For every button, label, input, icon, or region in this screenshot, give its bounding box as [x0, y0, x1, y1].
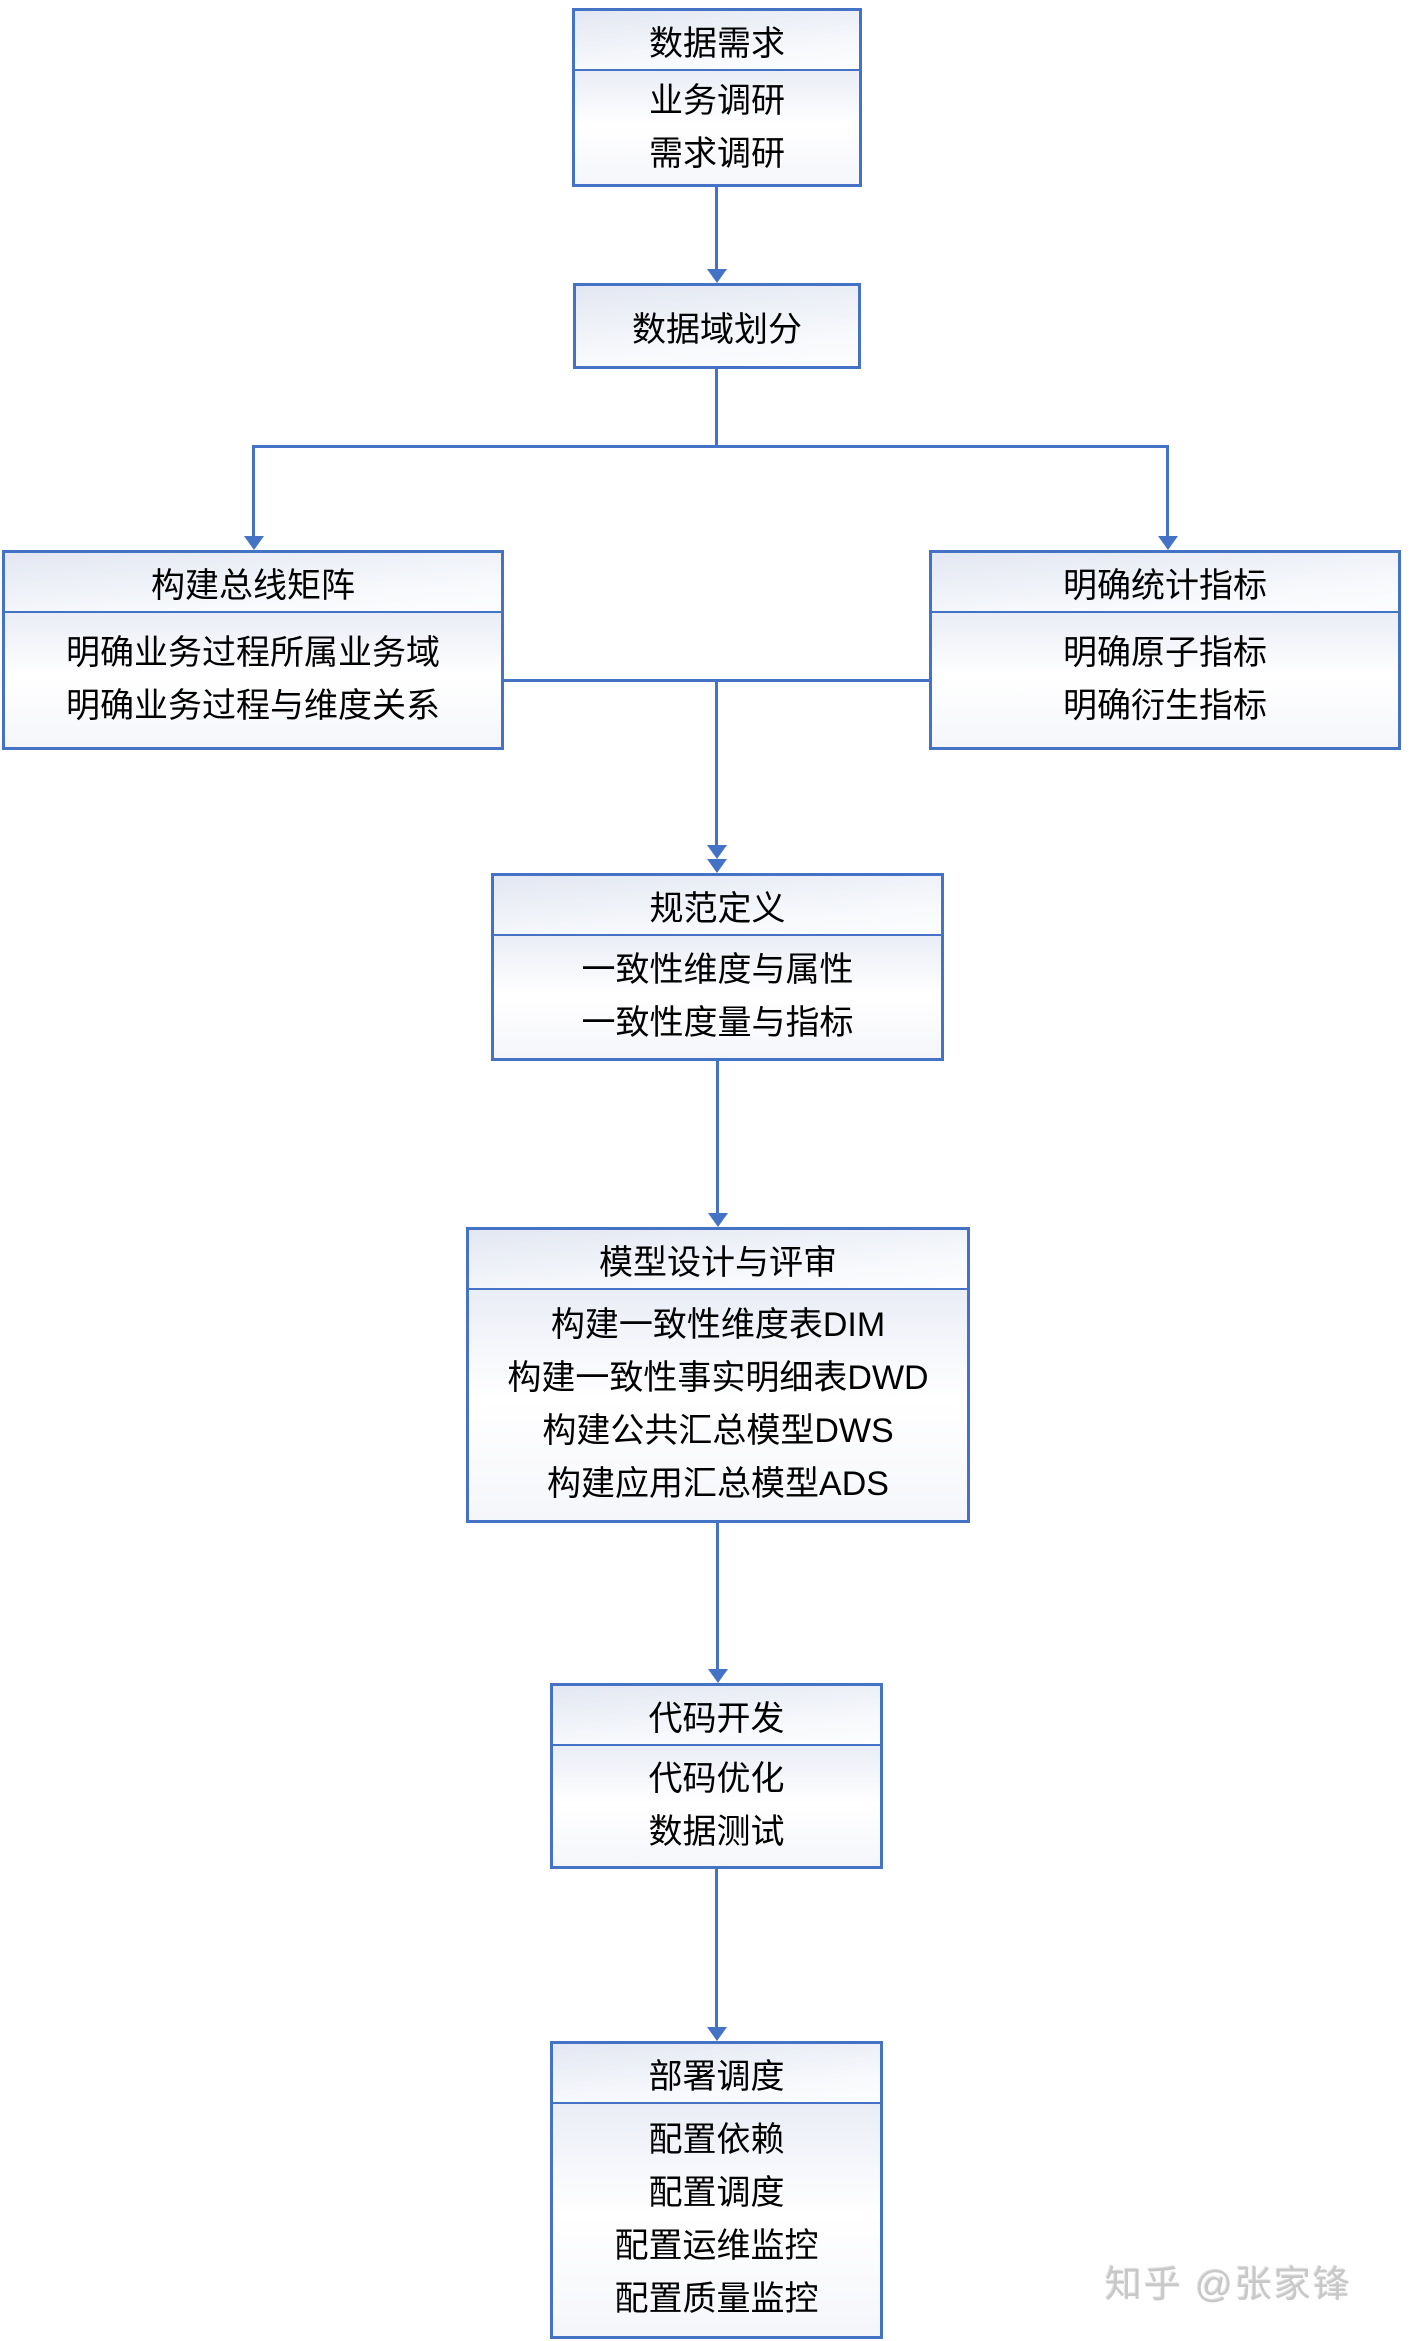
- connector-line-merge-stem: [715, 679, 718, 846]
- connector-line-spec-to-model: [716, 1061, 719, 1214]
- flow-node-code-development: 代码开发 代码优化 数据测试: [550, 1683, 883, 1869]
- node-body-line: 数据测试: [648, 1813, 785, 1851]
- node-body: 代码优化 数据测试: [553, 1746, 880, 1866]
- node-title: 模型设计与评审: [469, 1230, 967, 1290]
- connector-line-code-to-deploy: [715, 1869, 718, 2028]
- node-title: 数据域划分: [576, 286, 858, 366]
- node-body: 明确业务过程所属业务域 明确业务过程与维度关系: [5, 613, 501, 747]
- connector-line-domain-stem: [715, 369, 718, 447]
- connector-arrowhead: [244, 536, 264, 550]
- connector-line-branch-left: [252, 445, 255, 536]
- node-body-line: 配置依赖: [648, 2121, 785, 2159]
- flow-node-build-bus-matrix: 构建总线矩阵 明确业务过程所属业务域 明确业务过程与维度关系: [2, 550, 504, 750]
- node-body: 明确原子指标 明确衍生指标: [932, 613, 1398, 747]
- flow-node-data-domain-division: 数据域划分: [573, 283, 861, 369]
- flow-node-specification-definition: 规范定义 一致性维度与属性 一致性度量与指标: [491, 873, 944, 1061]
- node-body-line: 构建公共汇总模型DWS: [542, 1412, 894, 1450]
- node-body-line: 构建一致性事实明细表DWD: [507, 1359, 929, 1397]
- flow-node-deployment-scheduling: 部署调度 配置依赖 配置调度 配置运维监控 配置质量监控: [550, 2041, 883, 2339]
- connector-line-requirements-to-domain: [715, 187, 718, 270]
- node-body-line: 明确衍生指标: [1063, 687, 1267, 725]
- node-body: 构建一致性维度表DIM 构建一致性事实明细表DWD 构建公共汇总模型DWS 构建…: [469, 1290, 967, 1520]
- node-body-line: 构建一致性维度表DIM: [550, 1306, 886, 1344]
- node-title: 代码开发: [553, 1686, 880, 1746]
- node-title: 明确统计指标: [932, 553, 1398, 613]
- connector-arrowhead: [707, 859, 727, 873]
- node-title: 规范定义: [494, 876, 941, 936]
- node-body-line: 构建应用汇总模型ADS: [547, 1465, 889, 1503]
- flow-node-model-design-and-review: 模型设计与评审 构建一致性维度表DIM 构建一致性事实明细表DWD 构建公共汇总…: [466, 1227, 970, 1523]
- connector-line-model-to-code: [716, 1523, 719, 1670]
- node-body-line: 一致性度量与指标: [581, 1004, 854, 1042]
- node-body: 业务调研 需求调研: [575, 71, 859, 184]
- node-body-line: 需求调研: [649, 134, 785, 173]
- node-title: 数据需求: [575, 11, 859, 71]
- node-body-line: 配置运维监控: [614, 2227, 819, 2265]
- connector-arrowhead: [708, 1669, 728, 1683]
- connector-arrowhead: [707, 269, 727, 283]
- node-body-line: 配置质量监控: [614, 2280, 819, 2318]
- watermark-text: 知乎 @张家锋: [1105, 2264, 1352, 2305]
- node-body-line: 业务调研: [649, 81, 785, 120]
- connector-arrowhead: [708, 1213, 728, 1227]
- node-body-line: 代码优化: [648, 1760, 785, 1798]
- node-body-line: 明确业务过程与维度关系: [66, 687, 440, 725]
- node-body-line: 一致性维度与属性: [581, 951, 854, 989]
- node-title: 部署调度: [553, 2044, 880, 2104]
- connector-arrowhead: [707, 845, 727, 859]
- node-body-line: 明确原子指标: [1063, 634, 1267, 672]
- connector-line-branch-right: [1166, 445, 1169, 536]
- node-body-line: 配置调度: [648, 2174, 785, 2212]
- connector-arrowhead: [1158, 536, 1178, 550]
- flow-node-data-requirements: 数据需求 业务调研 需求调研: [572, 8, 862, 187]
- node-body: 配置依赖 配置调度 配置运维监控 配置质量监控: [553, 2104, 880, 2336]
- flow-node-define-statistical-indicators: 明确统计指标 明确原子指标 明确衍生指标: [929, 550, 1401, 750]
- node-title: 构建总线矩阵: [5, 553, 501, 613]
- node-body-line: 明确业务过程所属业务域: [66, 634, 440, 672]
- node-body: 一致性维度与属性 一致性度量与指标: [494, 936, 941, 1058]
- connector-line-branch-rail: [252, 445, 1169, 448]
- connector-arrowhead: [707, 2027, 727, 2041]
